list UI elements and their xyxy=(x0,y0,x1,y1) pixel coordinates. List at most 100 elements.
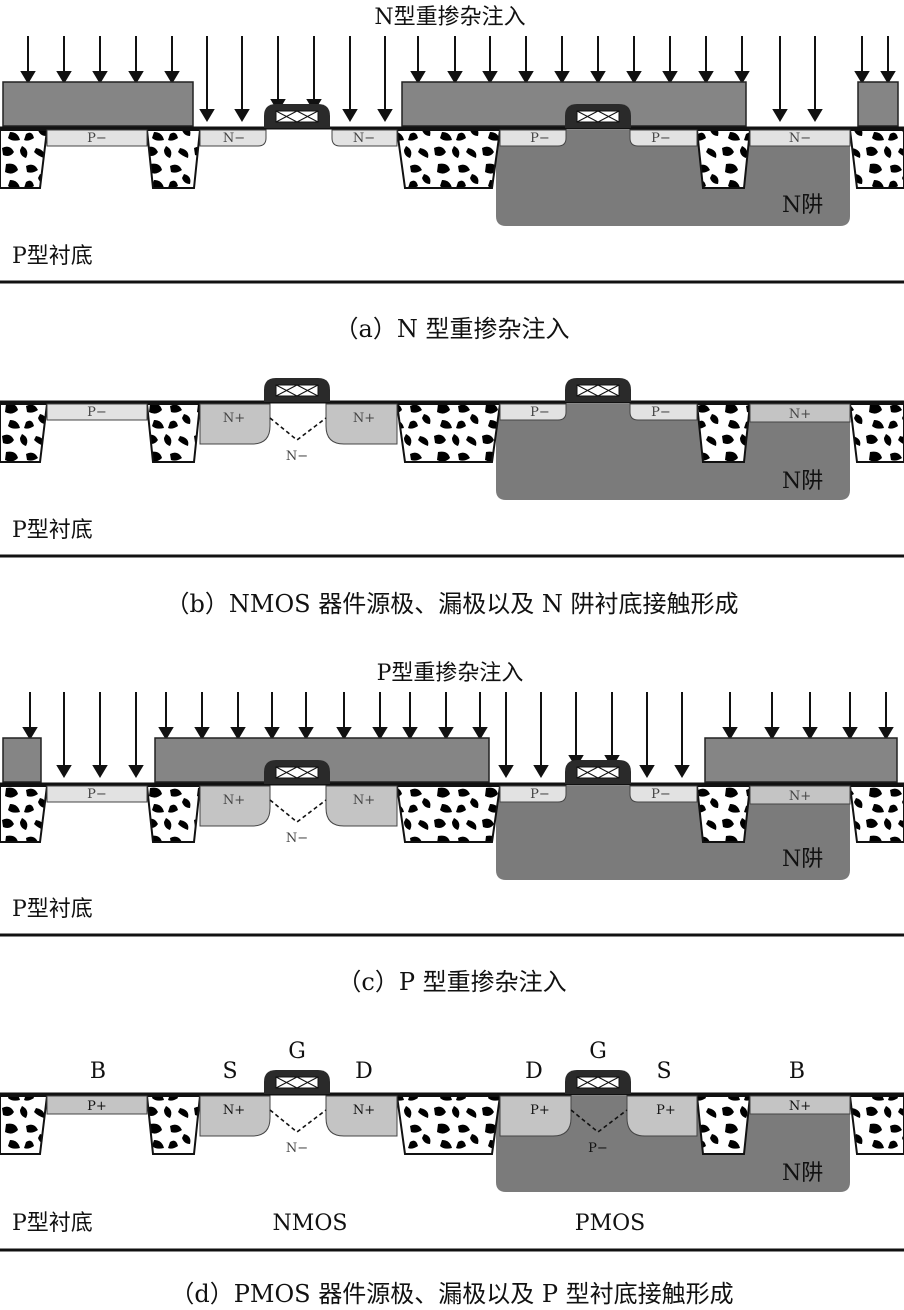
panel-c-sti-3 xyxy=(395,785,502,843)
panel-a-region-n-minus-3 xyxy=(749,129,851,147)
panel-d-device-label-pmos: PMOS xyxy=(575,1211,645,1236)
panel-b-region-n-plus-1 xyxy=(199,403,271,445)
panel-a-sti-4 xyxy=(695,129,752,189)
panel-a-mask-3 xyxy=(857,81,899,127)
panel-c-region-label: N+ xyxy=(223,793,245,808)
panel-d-terminal-label: B xyxy=(789,1059,805,1084)
panel-a-sti-1 xyxy=(0,129,49,189)
panel-d-region-n-plus-3 xyxy=(749,1095,851,1115)
panel-d-region-n-plus-1 xyxy=(199,1095,271,1137)
panel-d-terminal-label: D xyxy=(355,1059,373,1084)
panel-c-region-label: N+ xyxy=(353,793,375,808)
panel-b-region-label: N+ xyxy=(789,407,811,422)
panel-a-region-p-minus-3 xyxy=(629,129,698,147)
panel-d-sti-3 xyxy=(395,1095,502,1155)
panel-b-nwell-label: N阱 xyxy=(782,469,823,494)
panel-a-region-label: P− xyxy=(651,131,671,146)
panel-d-sti-4 xyxy=(695,1095,752,1155)
panel-c-implant-arrows xyxy=(22,692,894,778)
panel-c-mask-1 xyxy=(2,737,42,783)
panel-b-region-label: N+ xyxy=(223,411,245,426)
panel-d-region-n-plus-2 xyxy=(325,1095,398,1137)
panel-c-region-label: N+ xyxy=(789,789,811,804)
panel-d-region-p-plus-1 xyxy=(46,1095,148,1115)
panel-a-substrate-label: P型衬底 xyxy=(12,244,93,269)
panel-b-region-n-plus-3 xyxy=(749,403,851,423)
panel-b-region-n-plus-2 xyxy=(325,403,398,445)
panel-d-sti-1 xyxy=(0,1095,49,1155)
panel-a-region-p-minus-1 xyxy=(46,129,148,147)
panel-d-region-label: P+ xyxy=(530,1103,550,1118)
panel-d-region-p-plus-2 xyxy=(499,1095,572,1137)
panel-a: N型重掺杂注入 xyxy=(0,5,904,343)
panel-c-region-label: N− xyxy=(286,831,308,846)
panel-c-region-n-plus-2 xyxy=(325,785,398,827)
panel-b-nmos-gate xyxy=(264,378,330,402)
panel-b-region-p-minus-1 xyxy=(46,403,148,421)
panel-d-region-label: N+ xyxy=(353,1103,375,1118)
panel-d-caption: （d）PMOS 器件源极、漏极以及 P 型衬底接触形成 xyxy=(170,1280,733,1308)
panel-b-region-label: N+ xyxy=(353,411,375,426)
panel-b-region-label: P− xyxy=(530,405,550,420)
panel-c-mask-3 xyxy=(704,737,898,783)
panel-a-pmos-gate xyxy=(565,104,631,128)
panel-b-caption: （b）NMOS 器件源极、漏极以及 N 阱衬底接触形成 xyxy=(166,590,739,618)
panel-d-terminal-label: B xyxy=(90,1059,106,1084)
panel-d: B S G D D G S B P+ N+ N+ N− P+ P+ P− N+ xyxy=(0,1039,904,1308)
panel-a-region-label: P− xyxy=(87,131,107,146)
panel-b-sti-5 xyxy=(848,403,904,463)
panel-d-nmos-gate xyxy=(264,1070,330,1094)
panel-c-caption: （c）P 型重掺杂注入 xyxy=(337,968,566,996)
panel-b-pmos-gate xyxy=(565,378,631,402)
panel-a-implant-arrows xyxy=(20,36,896,122)
panel-a-sti-5 xyxy=(848,129,904,189)
panel-c-sti-2 xyxy=(145,785,202,843)
panel-a-region-label: P− xyxy=(530,131,550,146)
panel-b-region-label: N− xyxy=(286,449,308,464)
panel-d-region-label: N− xyxy=(286,1141,308,1156)
panel-b-ldd-nmos xyxy=(269,417,327,442)
panel-c-region-n-plus-1 xyxy=(199,785,271,827)
panel-d-device-label-nmos: NMOS xyxy=(273,1211,348,1236)
panel-b-region-label: P− xyxy=(87,405,107,420)
panel-d-region-label: N+ xyxy=(223,1103,245,1118)
panel-d-region-label: N+ xyxy=(789,1099,811,1114)
panel-d-region-label: P+ xyxy=(656,1103,676,1118)
panel-c-region-p-minus-3 xyxy=(629,785,698,803)
panel-a-sti-3 xyxy=(395,129,502,189)
panel-a-implant-title: N型重掺杂注入 xyxy=(374,5,525,30)
panel-d-pmos-gate xyxy=(565,1070,631,1094)
panel-b-nwell xyxy=(496,404,850,500)
panel-d-terminal-label: S xyxy=(222,1059,237,1084)
panel-c-region-label: P− xyxy=(651,787,671,802)
panel-a-caption: （a）N 型重掺杂注入 xyxy=(335,315,570,343)
panel-a-region-n-minus-2 xyxy=(331,129,398,147)
panel-a-sti-2 xyxy=(145,129,202,189)
panel-c-sti-4 xyxy=(695,785,752,843)
panel-b-region-p-minus-3 xyxy=(629,403,698,421)
panel-d-terminal-label: S xyxy=(656,1059,671,1084)
panel-d-terminal-label: D xyxy=(525,1059,543,1084)
panel-b-region-label: P− xyxy=(651,405,671,420)
panel-d-sti-2 xyxy=(145,1095,202,1155)
panel-a-region-label: N− xyxy=(789,131,811,146)
panel-a-nwell-label: N阱 xyxy=(782,193,823,218)
panel-c-region-p-minus-2 xyxy=(499,785,567,803)
panel-b-sti-3 xyxy=(395,403,502,463)
panel-a-region-p-minus-2 xyxy=(499,129,567,147)
panel-d-nwell-label: N阱 xyxy=(782,1161,823,1186)
panel-d-region-label: P+ xyxy=(87,1099,107,1114)
panel-d-region-p-plus-3 xyxy=(626,1095,698,1137)
panel-c: P型重掺杂注入 xyxy=(0,661,904,996)
panel-a-region-label: N− xyxy=(353,131,375,146)
panel-c-region-label: P− xyxy=(87,787,107,802)
panel-c-ldd-nmos xyxy=(269,799,327,824)
panel-a-mask-1 xyxy=(2,81,194,127)
panel-c-region-p-minus-1 xyxy=(46,785,148,803)
panel-d-substrate-label: P型衬底 xyxy=(12,1211,93,1236)
panel-c-sti-5 xyxy=(848,785,904,843)
panel-b-region-p-minus-2 xyxy=(499,403,567,421)
panel-c-pmos-gate xyxy=(565,760,631,784)
panel-c-nwell xyxy=(496,786,850,880)
